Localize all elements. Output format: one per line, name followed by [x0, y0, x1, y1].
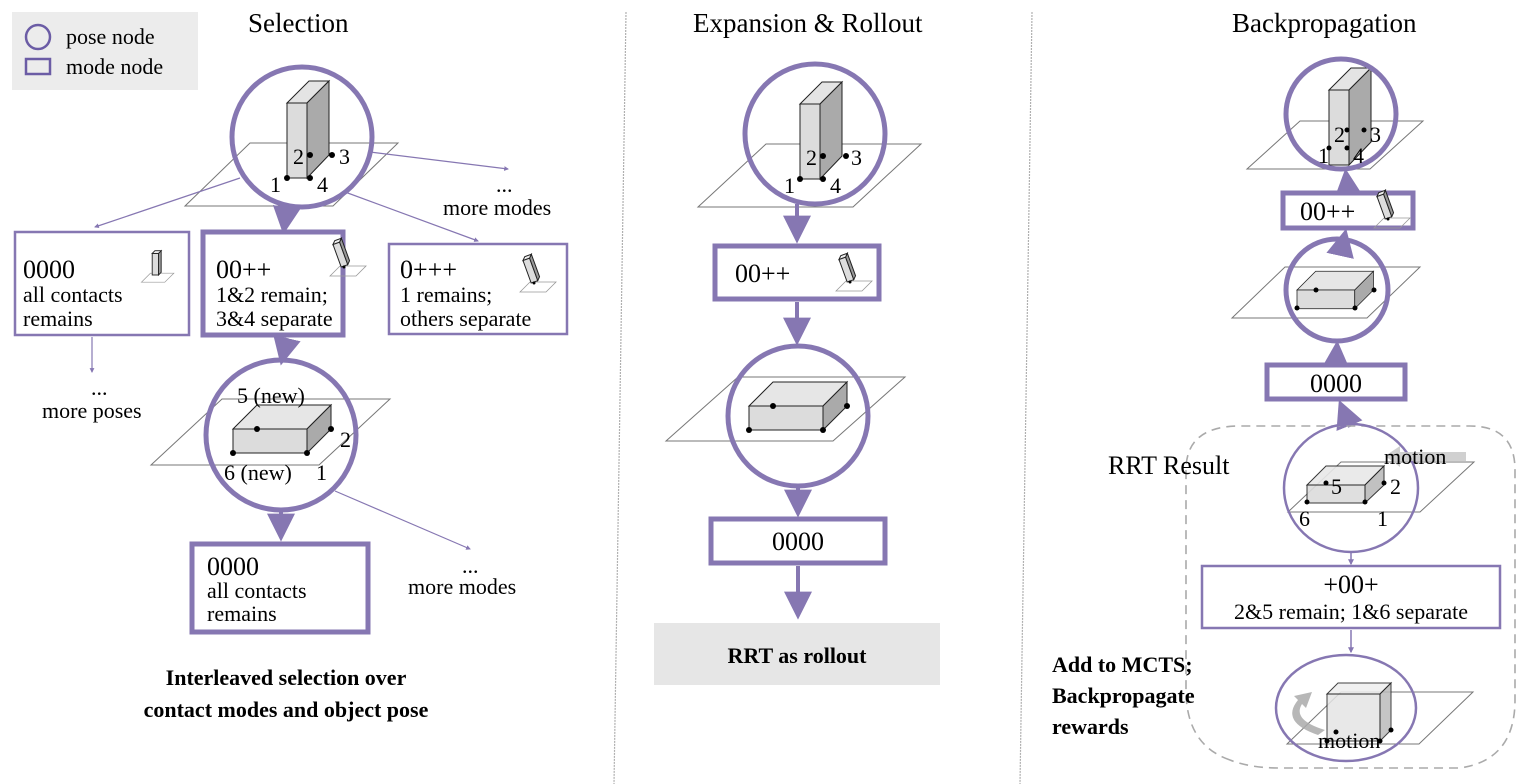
more-poses-dots: ... [91, 375, 108, 400]
legend-pose-label: pose node [66, 24, 155, 49]
mode-desc-line1: 1 remains; [400, 282, 492, 307]
expansion-root-pose-node[interactable]: 1 2 3 4 [696, 61, 923, 208]
mode-pose-thumbnail-icon [140, 249, 175, 283]
backprop-pose-node[interactable] [1230, 236, 1422, 344]
rrt-result-label: RRT Result [1108, 451, 1230, 480]
backprop-title: Backpropagation [1232, 8, 1417, 38]
contact-label-3: 3 [1370, 122, 1381, 147]
mode-desc-line1: 1&2 remain; [216, 282, 328, 307]
edge-0000-to-pose [1321, 340, 1350, 370]
mode-node-0000[interactable]: 0000 all contacts remains [13, 230, 191, 337]
mode-node-0ppp[interactable]: 0+++ 1 remains; others separate [387, 242, 569, 336]
expansion-mode-node-00pp[interactable]: 00++ [712, 243, 882, 302]
contact-label-2: 2 [1390, 474, 1401, 499]
mode-desc-line1: all contacts [207, 578, 307, 603]
selection-caption-line1: Interleaved selection over [166, 665, 407, 690]
mode-code: 0000 [772, 527, 824, 556]
rrt-result-mode-node[interactable]: +00+ 2&5 remain; 1&6 separate [1200, 564, 1502, 630]
mode-code: +00+ [1323, 570, 1378, 599]
mode-code: 00++ [735, 259, 790, 288]
rotation-motion-icon [1292, 692, 1325, 735]
edge-root-to-00pp [272, 204, 301, 235]
more-poses-label: more poses [42, 398, 142, 423]
contact-label-5: 5 [1331, 474, 1342, 499]
mode-desc: 2&5 remain; 1&6 separate [1234, 599, 1468, 624]
expansion-mode-node-0000[interactable]: 0000 [708, 516, 888, 566]
backprop-caption-line2: Backpropagate [1052, 683, 1195, 708]
selection-pose-node-2[interactable]: 5 (new) 2 6 (new) 1 [149, 357, 392, 513]
edge-pose2-to-more-modes [334, 490, 471, 550]
mode-node-00pp-selected[interactable]: 00++ 1&2 remain; 3&4 separate [200, 229, 367, 338]
contact-label-2: 2 [1334, 122, 1345, 147]
rrt-result-region [1185, 425, 1516, 769]
edge-root-to-more-modes [369, 151, 509, 171]
expansion-title: Expansion & Rollout [693, 8, 923, 38]
backprop-mode-node-00pp[interactable]: 00++ [1280, 189, 1416, 231]
mode-code: 0000 [1310, 369, 1362, 398]
backprop-root-pose-node[interactable]: 1 2 3 4 [1245, 56, 1425, 172]
contact-label-2: 2 [293, 144, 304, 169]
mode-code: 00++ [216, 255, 271, 284]
contact-label-1: 1 [1377, 506, 1388, 531]
section-divider-2 [1019, 11, 1033, 784]
selection-title: Selection [248, 8, 349, 38]
backprop-mode-node-0000[interactable]: 0000 [1264, 362, 1408, 402]
edge-root-to-0000 [94, 177, 241, 229]
contact-label-1: 1 [270, 172, 281, 197]
backprop-caption-line1: Add to MCTS; [1052, 652, 1193, 677]
contact-label-1: 1 [316, 460, 327, 485]
mode-code: 0000 [23, 255, 75, 284]
contact-label-5-new: 5 (new) [237, 383, 305, 408]
more-modes-dots-top: ... [496, 172, 513, 197]
mode-code: 0+++ [400, 255, 457, 284]
contact-label-1: 1 [1318, 143, 1329, 168]
mode-desc-line2: others separate [400, 306, 531, 331]
rrt-final-pose-node[interactable]: motion [1274, 653, 1475, 763]
selection-caption-line2: contact modes and object pose [144, 697, 429, 722]
more-modes-label-top: more modes [443, 195, 551, 220]
mode-desc-line2: remains [207, 601, 277, 626]
legend: pose node mode node [12, 12, 198, 90]
rrt-result-pose-node[interactable]: motion 5 2 6 1 [1282, 422, 1476, 554]
mode-code: 00++ [1300, 197, 1355, 226]
motion-label-1: motion [1384, 444, 1446, 469]
contact-label-4: 4 [830, 173, 841, 198]
rollout-label: RRT as rollout [728, 643, 868, 668]
section-divider-1 [613, 11, 627, 784]
contact-label-4: 4 [317, 172, 328, 197]
mode-node-0000-bottom[interactable]: 0000 all contacts remains [189, 541, 371, 635]
contact-label-2: 2 [340, 427, 351, 452]
mode-desc-line2: 3&4 separate [216, 306, 333, 331]
contact-label-3: 3 [339, 144, 350, 169]
contact-label-3: 3 [851, 145, 862, 170]
backprop-caption-line3: rewards [1052, 714, 1129, 739]
motion-label-2: motion [1318, 728, 1380, 753]
contact-label-1: 1 [784, 173, 795, 198]
expansion-pose-node[interactable] [664, 343, 907, 489]
edge-root-to-0ppp [344, 191, 479, 242]
edge-00pp-to-root [1334, 168, 1363, 198]
mode-code: 0000 [207, 552, 259, 581]
contact-label-2: 2 [806, 145, 817, 170]
contact-label-6: 6 [1299, 506, 1310, 531]
rrt-rollout-box: RRT as rollout [654, 623, 940, 685]
mode-node-legend-icon [24, 57, 52, 76]
selection-root-pose-node[interactable]: 1 2 3 4 [183, 64, 400, 210]
contact-label-6-new: 6 (new) [224, 460, 292, 485]
contact-label-4: 4 [1353, 143, 1364, 168]
pose-node-legend-icon [24, 23, 52, 51]
motion-arrow-icon [1385, 446, 1466, 467]
more-modes-label-bottom: more modes [408, 574, 516, 599]
mode-desc-line2: remains [23, 306, 93, 331]
more-modes-dots-bottom: ... [462, 553, 479, 578]
mode-desc-line1: all contacts [23, 282, 123, 307]
edge-00pp-to-pose [273, 335, 301, 366]
legend-mode-label: mode node [66, 54, 163, 79]
